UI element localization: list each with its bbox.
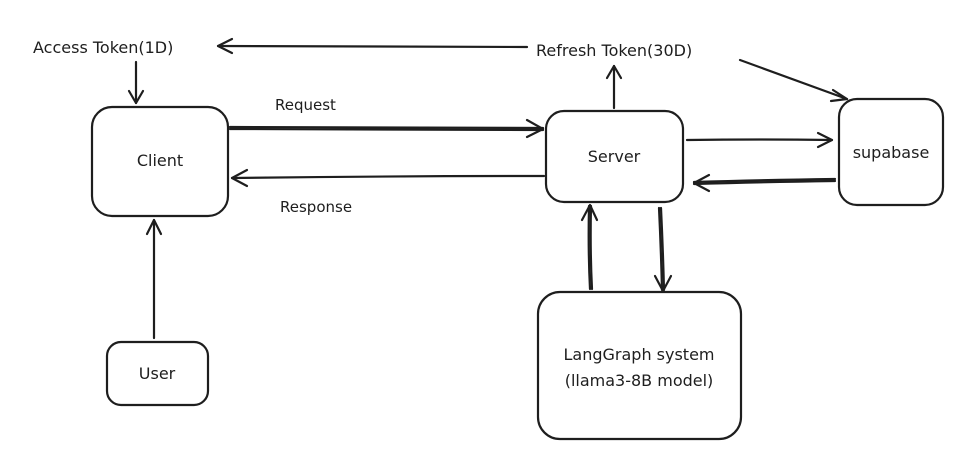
arrowhead	[127, 89, 145, 105]
access-token-label: Access Token(1D)	[33, 38, 173, 57]
user-box	[105, 340, 210, 407]
node-server[interactable]: Server	[544, 109, 685, 204]
client-box	[90, 105, 230, 218]
edge-user-to-client	[145, 218, 163, 340]
edge-refresh-to-access	[216, 37, 529, 55]
edge-line	[692, 177, 837, 184]
arrowhead	[230, 168, 249, 188]
edge-line-double	[692, 179, 837, 186]
edge-line	[216, 44, 529, 49]
langgraph-label-line2: (llama3-8B model)	[565, 371, 714, 390]
arrowhead	[216, 37, 234, 55]
server-box	[544, 109, 685, 204]
edge-line	[738, 58, 849, 101]
edge-line-double	[228, 127, 545, 132]
client-label: Client	[137, 151, 183, 170]
arrowhead	[829, 88, 849, 103]
arrowhead	[145, 218, 163, 236]
langgraph-label-line1: LangGraph system	[563, 345, 714, 364]
edge-line	[230, 174, 546, 180]
response-label: Response	[280, 198, 352, 216]
arrowhead	[692, 173, 711, 193]
node-supabase[interactable]: supabase	[837, 97, 945, 207]
supabase-label: supabase	[853, 143, 930, 162]
arrowhead	[525, 118, 545, 139]
edge-supabase-to-server	[692, 173, 837, 193]
node-client[interactable]: Client	[90, 105, 230, 218]
node-user[interactable]: User	[105, 340, 210, 407]
edge-line	[685, 138, 834, 142]
arrowhead	[605, 64, 623, 80]
arrowhead	[653, 274, 673, 293]
edge-server-to-supabase	[685, 131, 834, 149]
arrowhead	[580, 203, 599, 222]
edge-langgraph-to-server	[580, 203, 599, 291]
supabase-box	[837, 97, 945, 207]
server-label: Server	[588, 147, 641, 166]
edge-line	[587, 204, 592, 291]
edge-line	[228, 125, 545, 130]
edge-response	[230, 168, 546, 188]
user-label: User	[139, 364, 176, 383]
langgraph-box	[536, 290, 743, 441]
refresh-token-label: Refresh Token(30D)	[536, 41, 692, 60]
arrowhead	[816, 131, 834, 149]
edge-line	[657, 206, 664, 292]
edge-server-to-langgraph	[653, 206, 673, 293]
edge-refresh-to-supabase	[738, 58, 849, 103]
edge-line-double	[659, 206, 666, 292]
edge-server-to-refresh	[605, 64, 623, 110]
edge-request	[228, 118, 545, 139]
edge-line-double	[589, 204, 594, 291]
request-label: Request	[275, 96, 336, 114]
node-langgraph[interactable]: LangGraph system (llama3-8B model)	[536, 290, 743, 441]
edge-access-to-client	[127, 60, 145, 105]
